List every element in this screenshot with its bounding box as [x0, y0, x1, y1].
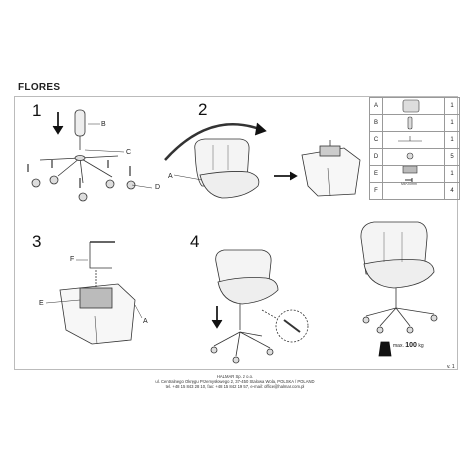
- version-label: v. 1: [447, 364, 455, 370]
- step2-drawing: [164, 122, 361, 199]
- label-c-step1: C: [126, 149, 132, 156]
- label-e-step3: E: [39, 300, 44, 307]
- caster-icon: [382, 148, 445, 166]
- step1-drawing: [27, 109, 153, 202]
- max-weight-value: 100: [405, 342, 417, 349]
- label-a-step2: A: [168, 173, 173, 180]
- step4-drawing: [210, 221, 438, 364]
- label-d-step1: D: [155, 184, 161, 191]
- mechanism-icon: [382, 165, 445, 183]
- step-number-1: 1: [32, 101, 42, 120]
- product-title: FLORES: [18, 82, 61, 93]
- gas-lift-icon: [382, 114, 445, 132]
- weight-icon: [378, 341, 392, 357]
- footer: HALMAR Sp. z o.o. ul. Centralnego Okręgu…: [0, 374, 470, 390]
- footer-contact: tel. +48 15 843 28 10, fax: +48 15 842 1…: [165, 384, 305, 390]
- max-weight: max. 100 kg: [393, 342, 424, 349]
- label-a-step3: A: [143, 318, 148, 325]
- mechanism-icon: [79, 287, 113, 309]
- step-number-3: 3: [32, 232, 42, 251]
- footer-company: HALMAR Sp. z o.o.: [216, 374, 254, 379]
- label-b-step1: B: [101, 121, 106, 128]
- star-base-icon: [382, 131, 445, 149]
- caster-icon: [31, 175, 136, 202]
- step-number-4: 4: [190, 232, 200, 251]
- instruction-sheet: [14, 96, 458, 370]
- star-base-icon: [39, 155, 119, 184]
- bolt-size-label: M6*20mm: [401, 182, 417, 186]
- max-weight-prefix: max.: [393, 343, 404, 349]
- footer-address: ul. Centralnego Okręgu Przemysłowego 2, …: [155, 379, 315, 385]
- label-f-step3: F: [70, 256, 75, 263]
- gas-lift-icon: [74, 109, 86, 137]
- max-weight-unit: kg: [418, 343, 424, 349]
- chair-seat-icon: [382, 97, 445, 115]
- step3-drawing: [45, 241, 143, 345]
- step-number-2: 2: [198, 100, 208, 119]
